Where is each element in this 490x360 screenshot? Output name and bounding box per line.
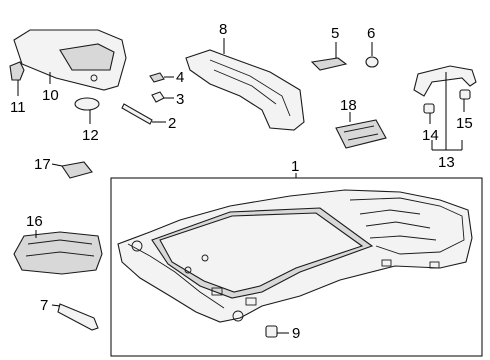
- callout-9: 9: [292, 325, 300, 342]
- cover-part-15: [459, 89, 471, 100]
- plug-part-6: [365, 56, 379, 68]
- visor-holder-part-12: [74, 97, 100, 111]
- handle-part-5: [310, 57, 348, 71]
- callout-8: 8: [219, 21, 227, 38]
- clip-part-9: [265, 325, 289, 338]
- callout-1: 1: [291, 158, 299, 175]
- grab-handle-part-13: [413, 65, 477, 97]
- callout-15: 15: [456, 115, 473, 132]
- callout-3: 3: [176, 91, 184, 108]
- lamp-part-18: [335, 119, 387, 149]
- console-part-16: [13, 231, 103, 275]
- callout-18: 18: [340, 97, 357, 114]
- switch-part-17: [51, 161, 93, 179]
- cover-part-14: [423, 103, 435, 114]
- callout-12: 12: [82, 127, 99, 144]
- sun-visor-part-10: [13, 29, 127, 91]
- cap-part-3: [151, 91, 174, 103]
- callout-4: 4: [176, 69, 184, 86]
- callout-7: 7: [40, 297, 48, 314]
- strip-part-7: [51, 303, 99, 331]
- visor-hinge-part-11: [9, 61, 25, 81]
- clip-part-4: [149, 72, 174, 83]
- callout-6: 6: [367, 25, 375, 42]
- callout-16: 16: [26, 213, 43, 230]
- callout-13: 13: [438, 154, 455, 171]
- headliner-panel: [117, 189, 473, 323]
- callout-5: 5: [331, 25, 339, 42]
- callout-17: 17: [34, 156, 51, 173]
- callout-11: 11: [10, 99, 26, 116]
- callout-10: 10: [42, 87, 59, 104]
- callout-2: 2: [168, 115, 176, 132]
- trim-part-8: [185, 49, 305, 131]
- rod-part-2: [121, 103, 166, 125]
- callout-14: 14: [422, 127, 439, 144]
